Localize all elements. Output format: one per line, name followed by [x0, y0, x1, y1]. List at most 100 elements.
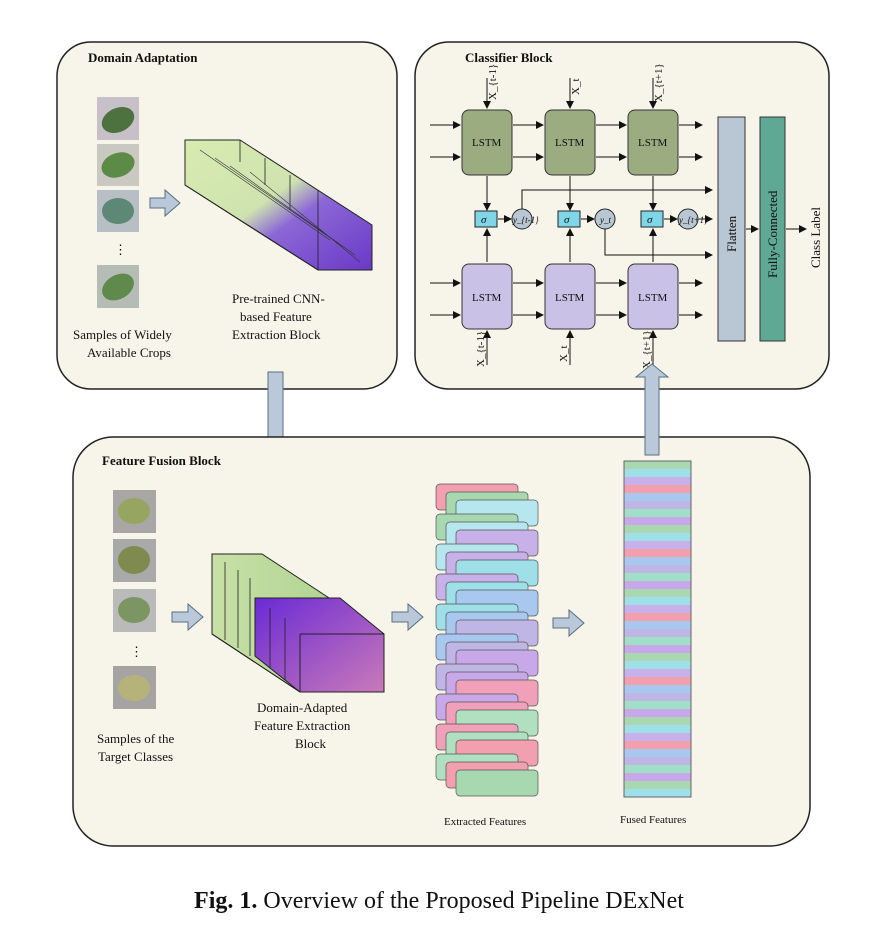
fused-feature-band — [624, 773, 691, 781]
lstm-top-2-label: LSTM — [555, 137, 585, 149]
fused-feature-band — [624, 509, 691, 517]
input-bottom-xt1: X_{t+1} — [641, 330, 653, 369]
fused-feature-band — [624, 629, 691, 637]
pretrained-cnn-block — [184, 139, 373, 271]
feature-map-slice — [455, 769, 539, 797]
fused-feature-band — [624, 589, 691, 597]
arrow-to-extracted — [391, 602, 424, 632]
fused-feature-band — [624, 645, 691, 653]
fused-feature-band — [624, 717, 691, 725]
lstm-bottom-3-label: LSTM — [638, 292, 668, 304]
adapted-label-1: Domain-Adapted — [257, 700, 348, 715]
fused-feature-band — [624, 725, 691, 733]
fused-feature-band — [624, 549, 691, 557]
fully-connected-label: Fully-Connected — [765, 190, 780, 278]
fused-feature-band — [624, 557, 691, 565]
input-top-xt-1: X_{t-1} — [487, 64, 499, 100]
sigma-1: σ — [481, 214, 487, 226]
fused-feature-band — [624, 469, 691, 477]
crop-sample-images: ⋮ — [97, 97, 139, 308]
input-top-xt: X_t — [570, 79, 582, 96]
classifier-panel: Classifier Block LSTM LSTM LSTM X_{t-1} … — [414, 41, 830, 390]
fused-feature-band — [624, 525, 691, 533]
fused-feature-band — [624, 573, 691, 581]
fused-features-label: Fused Features — [620, 814, 686, 826]
crop-samples-label-2: Available Crops — [87, 345, 171, 360]
fused-feature-band — [624, 541, 691, 549]
fully-connected-layer — [759, 116, 786, 342]
cnn-label-2: based Feature — [240, 309, 312, 324]
ellipsis-dots-2: ⋮ — [130, 644, 143, 659]
fused-feature-band — [624, 741, 691, 749]
caption-text: Overview of the Proposed Pipeline DExNet — [257, 888, 684, 914]
output-y-t: y_t — [599, 215, 611, 225]
crop-samples-label-1: Samples of Widely — [73, 327, 172, 342]
input-bottom-xt-1: X_{t-1} — [475, 331, 487, 367]
fused-feature-band — [624, 621, 691, 629]
fused-feature-band — [624, 693, 691, 701]
feature-fusion-panel: Feature Fusion Block ⋮ Samples of the Ta… — [72, 363, 811, 847]
fused-feature-band — [624, 501, 691, 509]
output-y-t1: y_{t+1} — [678, 215, 708, 225]
fused-feature-band — [624, 709, 691, 717]
fused-feature-band — [624, 757, 691, 765]
fused-feature-band — [624, 669, 691, 677]
domain-adaptation-panel: Domain Adaptation ⋮ Samples of Widely Av… — [56, 41, 398, 390]
lstm-bottom-1-label: LSTM — [472, 292, 502, 304]
fused-feature-band — [624, 677, 691, 685]
classifier-title: Classifier Block — [465, 50, 553, 65]
fusion-title: Feature Fusion Block — [102, 453, 222, 468]
class-label: Class Label — [808, 207, 823, 268]
cnn-label-3: Extraction Block — [232, 327, 321, 342]
lstm-bottom-2-label: LSTM — [555, 292, 585, 304]
fused-feature-band — [624, 613, 691, 621]
fused-feature-band — [624, 685, 691, 693]
fused-feature-band — [624, 733, 691, 741]
output-y-t-1: y_{t-1} — [512, 215, 539, 225]
fused-feature-band — [624, 477, 691, 485]
lstm-top-1-label: LSTM — [472, 137, 502, 149]
fused-feature-band — [624, 749, 691, 757]
fused-feature-band — [624, 701, 691, 709]
fused-feature-band — [624, 637, 691, 645]
flatten-layer — [717, 116, 746, 342]
fused-feature-band — [624, 581, 691, 589]
arrow-to-adapted — [171, 602, 204, 632]
fused-feature-band — [624, 461, 691, 469]
fused-feature-band — [624, 781, 691, 789]
cnn-label-1: Pre-trained CNN- — [232, 291, 325, 306]
arrow-to-fused — [552, 608, 585, 638]
fused-feature-band — [624, 597, 691, 605]
fused-feature-band — [624, 485, 691, 493]
domain-adaptation-title: Domain Adaptation — [88, 50, 198, 65]
extracted-features — [435, 483, 539, 797]
arrow-to-cnn — [149, 188, 181, 218]
caption-prefix: Fig. 1. — [194, 888, 258, 914]
fused-feature-band — [624, 661, 691, 669]
target-sample-images: ⋮ — [113, 490, 156, 709]
fused-features-outline — [623, 460, 692, 798]
input-bottom-xt: X_t — [558, 346, 570, 363]
fused-feature-band — [624, 605, 691, 613]
extracted-features-label: Extracted Features — [444, 816, 526, 828]
fused-features — [623, 460, 692, 798]
target-samples-label-1: Samples of the — [97, 731, 174, 746]
fused-feature-band — [624, 493, 691, 501]
sigma-3: σ — [647, 214, 653, 226]
fused-feature-band — [624, 517, 691, 525]
adapted-label-2: Feature Extraction — [254, 718, 351, 733]
fused-feature-band — [624, 653, 691, 661]
adapted-label-3: Block — [295, 736, 327, 751]
lstm-row-bottom: LSTM LSTM LSTM X_{t-1} X_t X_{t+1} — [430, 263, 703, 369]
fused-feature-band — [624, 789, 691, 797]
fused-feature-band — [624, 565, 691, 573]
figure-caption: Fig. 1. Overview of the Proposed Pipelin… — [0, 888, 878, 915]
domain-adapted-block — [211, 553, 385, 693]
fused-feature-band — [624, 765, 691, 773]
arrow-up-to-classifier — [634, 363, 670, 456]
target-samples-label-2: Target Classes — [98, 749, 173, 764]
ellipsis-dots: ⋮ — [114, 242, 127, 257]
sigma-gates: σ σ σ y_{t-1} y_t y_{t+1} — [474, 176, 713, 262]
lstm-top-3-label: LSTM — [638, 137, 668, 149]
